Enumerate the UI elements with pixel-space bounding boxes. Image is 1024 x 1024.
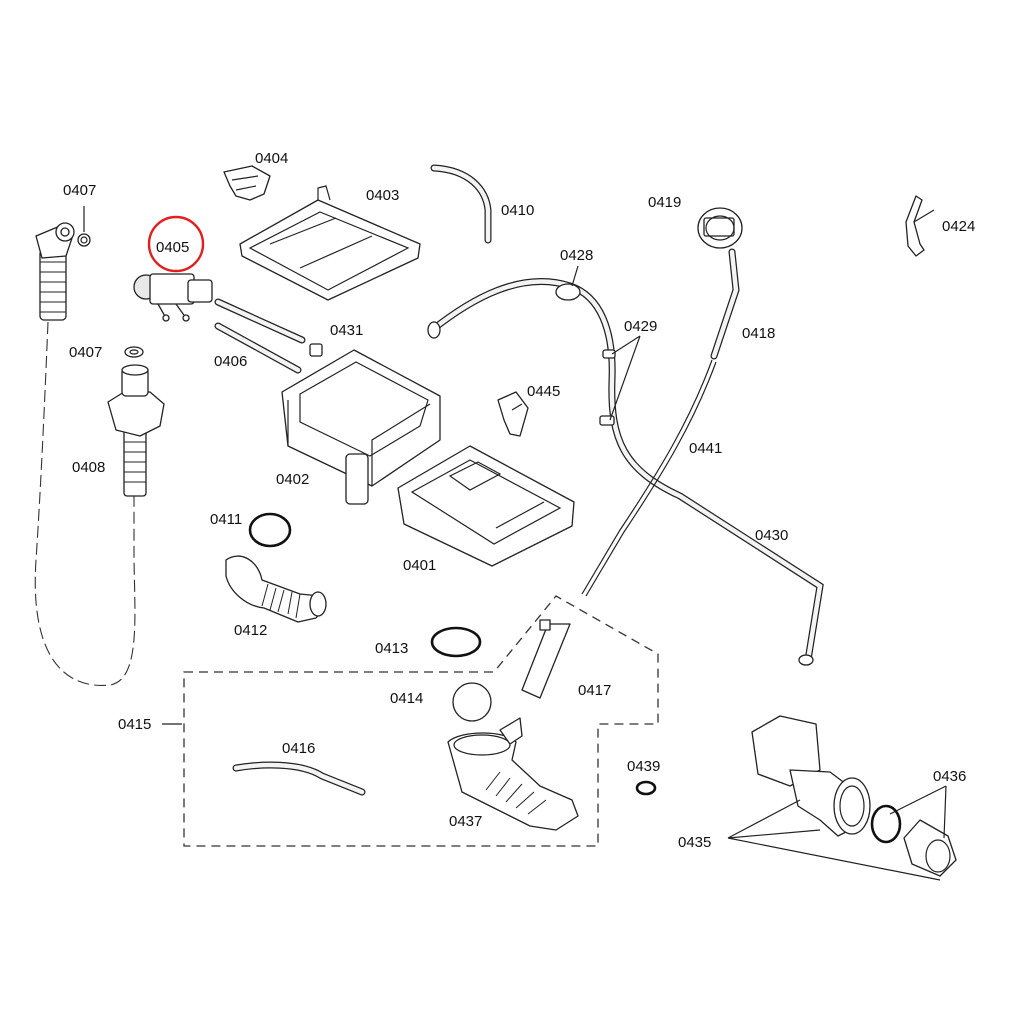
label-0416: 0416 bbox=[282, 740, 315, 757]
label-0429: 0429 bbox=[624, 318, 657, 335]
clamp-0431[interactable] bbox=[309, 343, 323, 357]
label-0404: 0404 bbox=[255, 150, 288, 167]
hook-clip-0424[interactable] bbox=[905, 195, 935, 257]
label-0436: 0436 bbox=[933, 768, 966, 785]
washer-0407a[interactable] bbox=[77, 233, 91, 247]
label-0435: 0435 bbox=[678, 834, 711, 851]
label-0413: 0413 bbox=[375, 640, 408, 657]
label-0418: 0418 bbox=[742, 325, 775, 342]
label-0415: 0415 bbox=[118, 716, 151, 733]
seal-ring-0411[interactable] bbox=[248, 512, 292, 548]
label-0414: 0414 bbox=[390, 690, 423, 707]
label-0401: 0401 bbox=[403, 557, 436, 574]
inlet-valve-0405[interactable] bbox=[133, 273, 213, 322]
pressure-tube-0441[interactable] bbox=[581, 359, 717, 597]
pressure-switch-0419[interactable] bbox=[697, 207, 743, 249]
label-0403: 0403 bbox=[366, 187, 399, 204]
bracket-0404[interactable] bbox=[223, 165, 271, 201]
label-0407a: 0407 bbox=[63, 182, 96, 199]
pump-seal-0436a[interactable] bbox=[870, 804, 902, 844]
inlet-hose-0408[interactable] bbox=[34, 222, 165, 686]
label-0417: 0417 bbox=[578, 682, 611, 699]
label-0430: 0430 bbox=[755, 527, 788, 544]
label-0439: 0439 bbox=[627, 758, 660, 775]
hose-0430[interactable] bbox=[427, 278, 824, 666]
highlight-circle bbox=[147, 215, 205, 273]
dispenser-lid-0403[interactable] bbox=[239, 185, 421, 301]
leader-0436 bbox=[889, 785, 947, 839]
label-0428: 0428 bbox=[560, 247, 593, 264]
label-0437: 0437 bbox=[449, 813, 482, 830]
group-outline-0415 bbox=[183, 595, 659, 847]
hose-0416[interactable] bbox=[232, 761, 366, 796]
drain-pump-0435[interactable] bbox=[751, 715, 871, 837]
label-0411: 0411 bbox=[210, 511, 242, 528]
pressure-tube-0418[interactable] bbox=[710, 248, 740, 360]
siphon-cap-0445[interactable] bbox=[497, 391, 529, 437]
seal-ring-0413[interactable] bbox=[430, 626, 482, 658]
leader-0428 bbox=[571, 265, 579, 287]
washer-0407b[interactable] bbox=[124, 346, 144, 358]
label-0445: 0445 bbox=[527, 383, 560, 400]
clamp-0439[interactable] bbox=[635, 780, 657, 796]
label-0419: 0419 bbox=[648, 194, 681, 211]
dispenser-housing-0402[interactable] bbox=[281, 349, 441, 505]
label-0441: 0441 bbox=[689, 440, 722, 457]
leader-0429 bbox=[609, 335, 641, 421]
tubes-0406[interactable] bbox=[214, 298, 306, 374]
label-0407b: 0407 bbox=[69, 344, 102, 361]
label-0424: 0424 bbox=[942, 218, 975, 235]
label-0431: 0431 bbox=[330, 322, 363, 339]
bellow-hose-0412[interactable] bbox=[225, 555, 327, 623]
tube-0410[interactable] bbox=[430, 164, 492, 244]
label-0410: 0410 bbox=[501, 202, 534, 219]
detergent-drawer-0401[interactable] bbox=[397, 445, 575, 567]
label-0402: 0402 bbox=[276, 471, 309, 488]
ball-0414[interactable] bbox=[452, 682, 492, 722]
hose-clip-0428[interactable] bbox=[555, 283, 581, 301]
label-0405: 0405 bbox=[156, 239, 189, 256]
air-trap-0417[interactable] bbox=[521, 619, 571, 699]
sump-hose-0437[interactable] bbox=[447, 717, 579, 831]
label-0408: 0408 bbox=[72, 459, 105, 476]
label-0412: 0412 bbox=[234, 622, 267, 639]
label-0406: 0406 bbox=[214, 353, 247, 370]
pump-filter-0436b[interactable] bbox=[903, 819, 957, 877]
leader-0435 bbox=[727, 799, 941, 881]
